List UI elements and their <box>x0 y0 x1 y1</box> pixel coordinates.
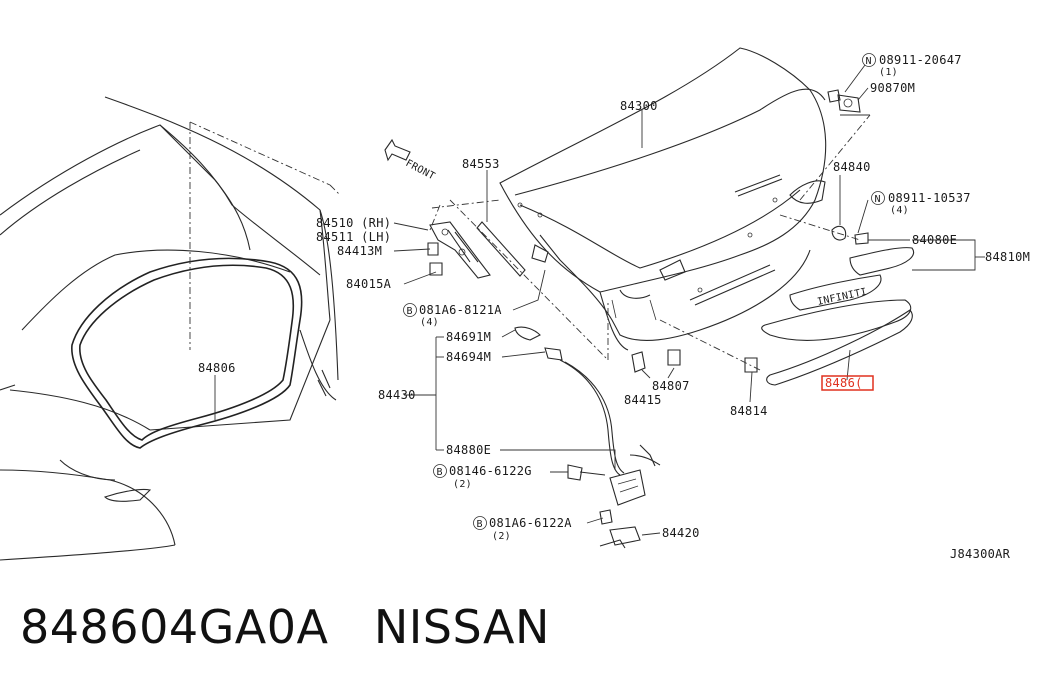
label-84510: 84510 (RH) <box>316 216 391 230</box>
label-84810M: 84810M <box>985 250 1030 264</box>
label-bolt2-qty: (2) <box>453 479 472 490</box>
label-bolt-08146-6122G: 08146-6122G <box>449 464 532 478</box>
label-84691M: 84691M <box>446 330 491 344</box>
bolt1-symbol: B <box>407 306 413 317</box>
label-bolt1-qty: (4) <box>420 317 439 328</box>
nut2-symbol: N <box>875 194 881 205</box>
bolt2-symbol: B <box>437 467 443 478</box>
label-bolt-081A6-8121A: 081A6-8121A <box>419 303 502 317</box>
label-84300: 84300 <box>620 99 658 113</box>
label-84080E: 84080E <box>912 233 957 247</box>
label-84420: 84420 <box>662 526 700 540</box>
vehicle-body-drawing <box>0 96 339 561</box>
label-84553: 84553 <box>462 157 500 171</box>
part-number-caption: 848604GA0A NISSAN <box>20 600 550 654</box>
label-8486x-highlighted: 8486( <box>825 376 863 390</box>
diagram-id: J84300AR <box>950 547 1011 561</box>
label-84840: 84840 <box>833 160 871 174</box>
label-84511: 84511 (LH) <box>316 230 391 244</box>
label-84413M: 84413M <box>337 244 382 258</box>
label-84806: 84806 <box>198 361 236 375</box>
label-84015A: 84015A <box>346 277 392 291</box>
part-labels: 84300 84553 84510 (RH) 84511 (LH) 84413M… <box>198 53 1030 561</box>
leader-lines <box>214 64 985 536</box>
highlight-box <box>821 375 874 391</box>
label-nut-08911-20647: 08911-20647 <box>879 53 962 67</box>
label-nut-08911-10537: 08911-10537 <box>888 191 971 205</box>
trunk-lid-drawing <box>499 47 827 351</box>
hinge-and-stay-drawing <box>427 221 549 279</box>
garnish-drawing: INFINITI <box>761 89 914 386</box>
cable-and-lock-drawing <box>514 326 758 549</box>
label-84415: 84415 <box>624 393 662 407</box>
front-label: FRONT <box>404 158 437 183</box>
circled-symbols: N N B B B <box>403 53 885 530</box>
label-84430: 84430 <box>378 388 416 402</box>
label-nut1-qty: (1) <box>879 67 898 78</box>
nut1-symbol: N <box>866 56 872 67</box>
label-84814: 84814 <box>730 404 768 418</box>
front-arrow-icon <box>384 138 411 162</box>
parts-diagram: FRONT INFINITI <box>0 47 1030 561</box>
label-nut2-qty: (4) <box>890 205 909 216</box>
construction-lines <box>189 114 871 371</box>
bolt3-symbol: B <box>477 519 483 530</box>
label-bolt3-qty: (2) <box>492 531 511 542</box>
label-bolt-081A6-6122A: 081A6-6122A <box>489 516 572 530</box>
label-84807: 84807 <box>652 379 690 393</box>
label-90870M: 90870M <box>870 81 915 95</box>
label-84880E: 84880E <box>446 443 491 457</box>
emblem-text: INFINITI <box>816 287 868 308</box>
label-84694M: 84694M <box>446 350 491 364</box>
